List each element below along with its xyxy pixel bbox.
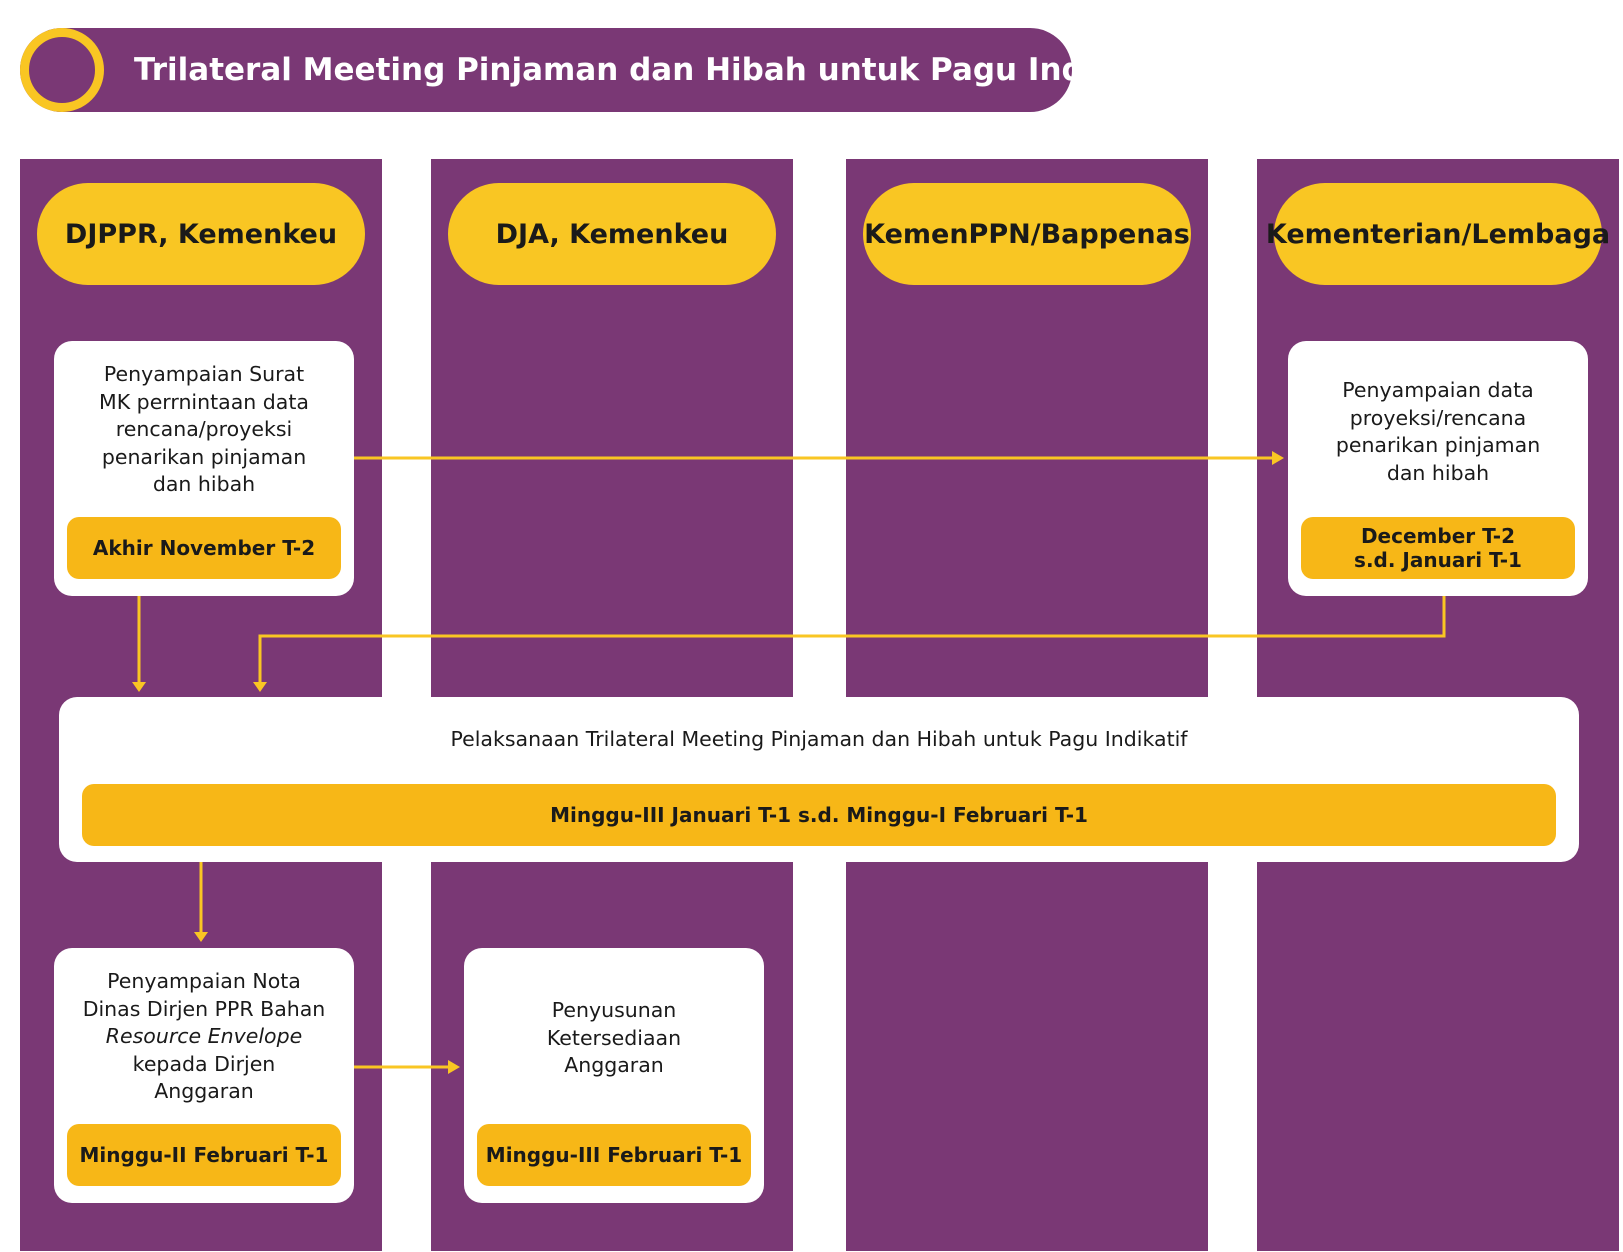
- arrowhead-right-icon: [448, 1060, 460, 1074]
- circle-icon: [20, 28, 104, 112]
- step-kl-submission-timing: December T-2 s.d. Januari T-1: [1301, 517, 1575, 579]
- step-djppr-nota-timing: Minggu-II Februari T-1: [67, 1124, 341, 1186]
- step-kl-submission-text: Penyampaian data proyeksi/rencana penari…: [1335, 378, 1541, 485]
- lane-header-dja: DJA, Kemenkeu: [448, 183, 776, 285]
- step-djppr-request-text: Penyampaian Surat MK perrnintaan data re…: [99, 362, 309, 496]
- step-djppr-nota-text: Penyampaian Nota Dinas Dirjen PPR Bahan …: [54, 968, 354, 1106]
- step-djppr-request: Penyampaian Surat MK perrnintaan data re…: [54, 341, 354, 596]
- step-trilateral-meeting: Pelaksanaan Trilateral Meeting Pinjaman …: [59, 697, 1579, 862]
- step-trilateral-meeting-timing: Minggu-III Januari T-1 s.d. Minggu-I Feb…: [82, 784, 1556, 846]
- step-djppr-nota-text-italic: Resource Envelope: [105, 1024, 303, 1048]
- step-djppr-nota-text-after: kepada Dirjen Anggaran: [132, 1051, 276, 1104]
- step-trilateral-meeting-text: Pelaksanaan Trilateral Meeting Pinjaman …: [450, 727, 1188, 751]
- step-kl-submission: Penyampaian data proyeksi/rencana penari…: [1288, 341, 1588, 596]
- arrowhead-down-icon: [132, 682, 146, 692]
- title-bar: [20, 28, 1072, 112]
- arrow-kl-to-meeting: [258, 596, 1446, 682]
- lane-header-kl: Kementerian/Lembaga: [1266, 183, 1610, 285]
- step-dja-budget: Penyusunan Ketersediaan Anggaran Minggu-…: [464, 948, 764, 1203]
- lane-header-djppr: DJPPR, Kemenkeu: [37, 183, 365, 285]
- lane-header-bappenas: KemenPPN/Bappenas: [863, 183, 1191, 285]
- step-dja-budget-text: Penyusunan Ketersediaan Anggaran: [546, 998, 682, 1077]
- step-djppr-request-timing: Akhir November T-2: [67, 517, 341, 579]
- step-djppr-nota: Penyampaian Nota Dinas Dirjen PPR Bahan …: [54, 948, 354, 1203]
- step-dja-budget-timing: Minggu-III Februari T-1: [477, 1124, 751, 1186]
- arrowhead-right-icon: [1272, 451, 1284, 465]
- arrowhead-down-icon: [253, 682, 267, 692]
- arrowhead-down-icon: [194, 932, 208, 942]
- step-djppr-nota-text-before: Penyampaian Nota Dinas Dirjen PPR Bahan: [82, 969, 326, 1021]
- diagram-title: Trilateral Meeting Pinjaman dan Hibah un…: [134, 52, 1175, 88]
